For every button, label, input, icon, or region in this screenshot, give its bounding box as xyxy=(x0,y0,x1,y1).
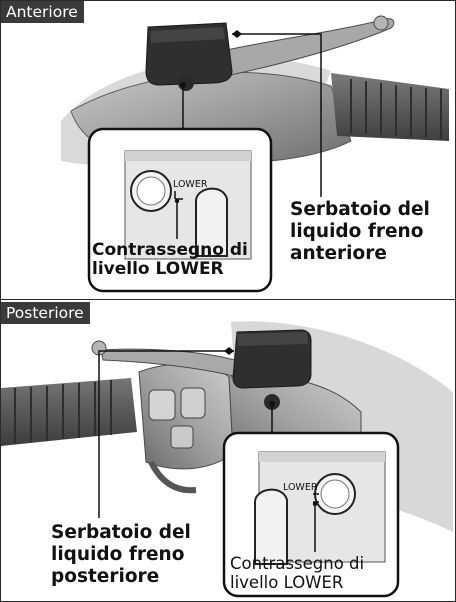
rear-reservoir-cap xyxy=(237,332,308,346)
front-callout: Serbatoio del liquido freno anteriore xyxy=(290,199,430,264)
rear-illustration: LOWER xyxy=(1,321,453,598)
rear-tag: Posteriore xyxy=(1,302,90,324)
front-illustration: LOWER xyxy=(61,15,449,293)
rear-panel: Posteriore xyxy=(1,302,455,601)
front-callout-leader xyxy=(232,33,322,197)
switch-button-3 xyxy=(170,425,194,449)
brake-lever xyxy=(200,18,395,80)
panel-divider xyxy=(1,299,455,300)
switch-button-2 xyxy=(180,387,206,419)
reservoir-cap xyxy=(151,27,225,43)
front-inset-mark-text: LOWER xyxy=(173,179,208,190)
reservoir-mount xyxy=(178,75,194,91)
front-inset-housing xyxy=(195,187,228,257)
rear-inset-mark-text: LOWER xyxy=(283,482,318,493)
rear-inset-caption: Contrassegno di livello LOWER xyxy=(230,554,365,592)
rear-callout: Serbatoio del liquido freno posteriore xyxy=(51,522,191,587)
switch-button-1 xyxy=(148,389,176,421)
lever-tip xyxy=(373,15,389,31)
handle-grip xyxy=(331,73,449,141)
front-inset-caption: Contrassegno di livello LOWER xyxy=(92,240,248,279)
rear-lever-base xyxy=(148,460,197,494)
rear-inset-housing xyxy=(254,488,288,565)
rear-handle-grip xyxy=(1,378,137,446)
rear-callout-leader xyxy=(98,350,234,518)
front-panel: Anteriore xyxy=(1,1,455,298)
front-tag: Anteriore xyxy=(1,1,84,23)
